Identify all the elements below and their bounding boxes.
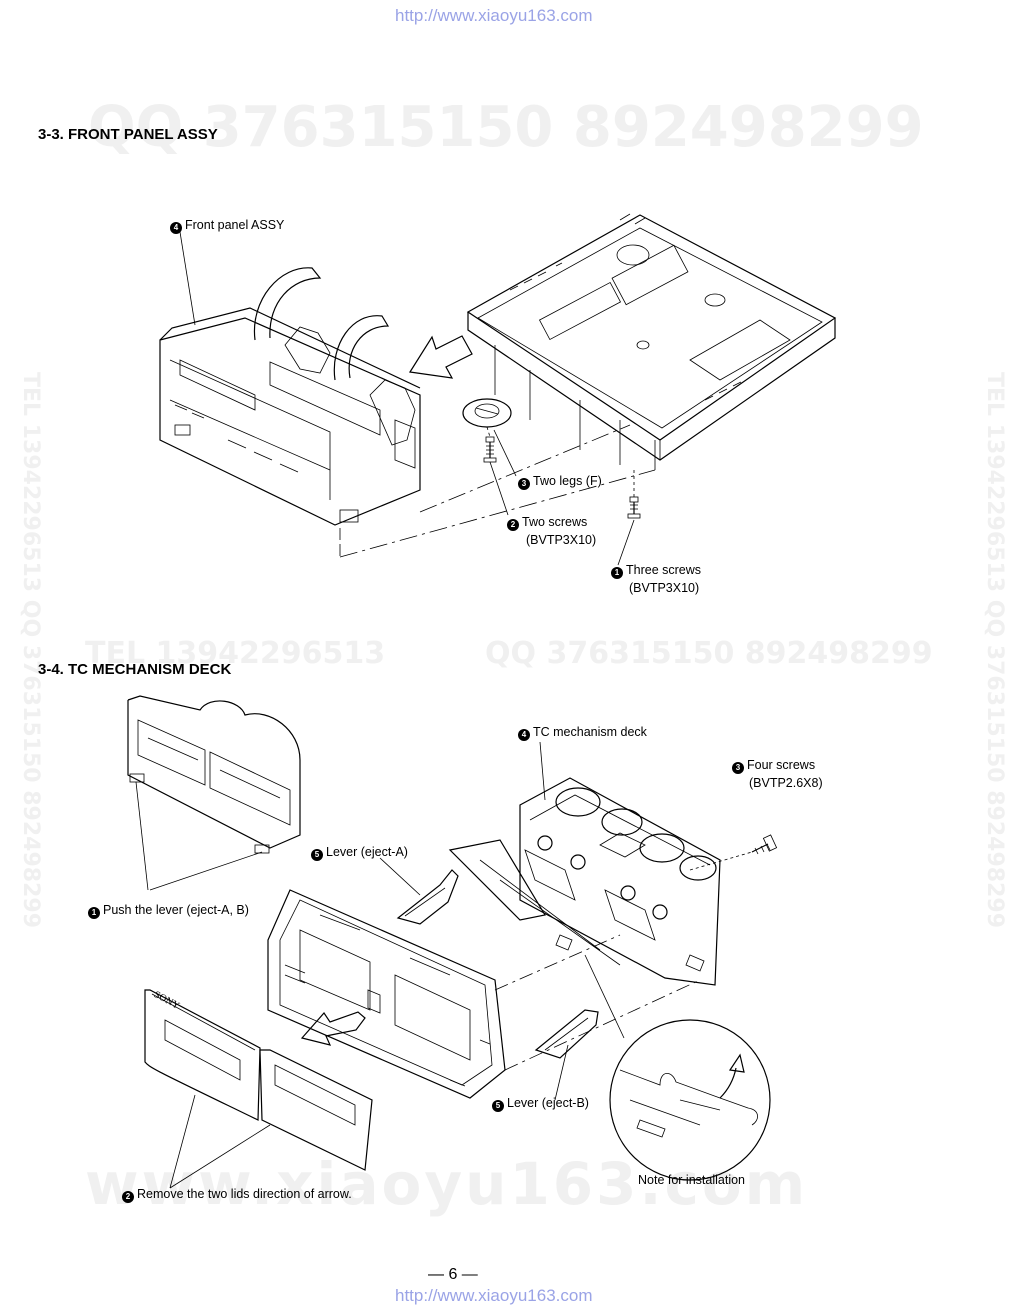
step-number-5: 5 bbox=[311, 849, 323, 861]
watermark-qq-top: QQ 376315150 892498299 bbox=[88, 95, 924, 160]
label-note-installation: Note for installation bbox=[638, 1173, 746, 1187]
step-number-3: 3 bbox=[518, 478, 530, 490]
step-number-1: 1 bbox=[88, 907, 100, 919]
step-number-5: 5 bbox=[492, 1100, 504, 1112]
step-number-2: 2 bbox=[507, 519, 519, 531]
screw-three bbox=[627, 496, 641, 519]
screw-four bbox=[751, 834, 778, 855]
lid-left bbox=[144, 989, 261, 1121]
page-number: — 6 — bbox=[428, 1266, 478, 1283]
watermark-side-left: TEL 13942296513 QQ 376315150 892498299 bbox=[18, 372, 43, 929]
step-number-2: 2 bbox=[122, 1191, 134, 1203]
watermark-tel-mid: TEL 13942296513 bbox=[85, 636, 386, 671]
cassette-housing-illustration bbox=[267, 889, 506, 1099]
step-number-1: 1 bbox=[611, 567, 623, 579]
watermark-side-right: TEL 13942296513 QQ 376315150 892498299 bbox=[982, 372, 1007, 929]
tc-deck-illustration bbox=[448, 777, 721, 986]
chassis-illustration bbox=[466, 213, 837, 470]
watermark-qq-mid: QQ 376315150 892498299 bbox=[485, 636, 933, 671]
lid-removal-arrow bbox=[300, 1011, 366, 1046]
front-panel-diagram bbox=[159, 213, 837, 566]
section-title-front-panel: 3-3. FRONT PANEL ASSY bbox=[38, 126, 218, 143]
header-url[interactable]: http://www.xiaoyu163.com bbox=[395, 6, 593, 25]
guide-lines bbox=[339, 424, 656, 558]
lid-right bbox=[259, 1049, 373, 1171]
section-title-tc-mechanism: 3-4. TC MECHANISM DECK bbox=[38, 661, 232, 678]
cassette-front-illustration bbox=[127, 695, 301, 854]
front-panel-illustration bbox=[159, 267, 421, 526]
step-number-4: 4 bbox=[170, 222, 182, 234]
footer-url[interactable]: http://www.xiaoyu163.com bbox=[395, 1286, 593, 1305]
watermark-www-bottom: www.xiaoyu163.com bbox=[85, 1150, 809, 1218]
screw-two bbox=[483, 436, 497, 463]
installation-note-detail bbox=[584, 954, 771, 1181]
lever-eject-a bbox=[396, 869, 459, 925]
removal-arrow bbox=[409, 335, 473, 379]
step-number-3: 3 bbox=[732, 762, 744, 774]
step-number-4: 4 bbox=[518, 729, 530, 741]
lever-eject-b bbox=[534, 1009, 599, 1059]
